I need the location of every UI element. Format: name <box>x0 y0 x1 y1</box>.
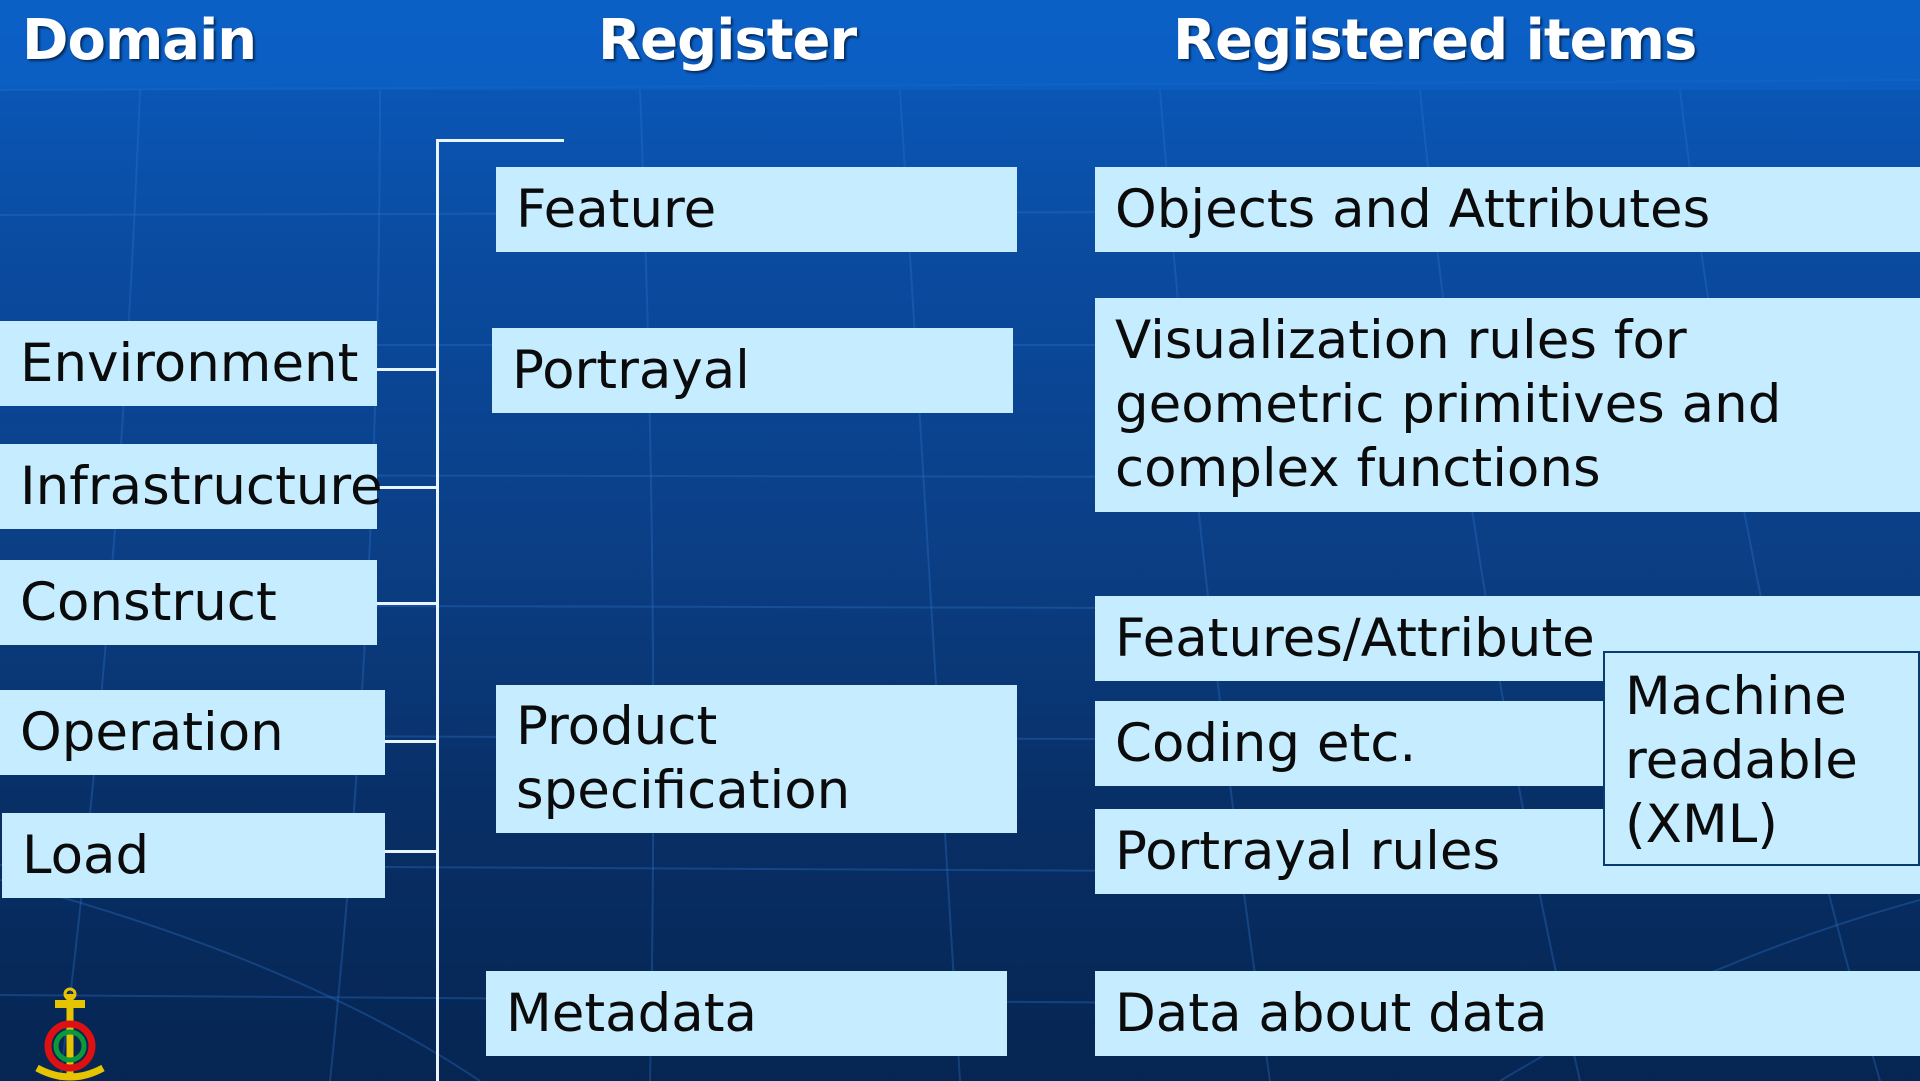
item-label: Features/Attribute <box>1115 607 1595 669</box>
item-label: Portrayal rules <box>1115 820 1501 882</box>
connector-load <box>384 850 437 853</box>
domain-box-construct: Construct <box>0 560 377 645</box>
item-box-machine-readable: Machine readable (XML) <box>1603 651 1920 866</box>
domain-header: Domain <box>22 8 257 73</box>
register-header: Register <box>598 8 857 73</box>
domain-box-infrastructure: Infrastructure <box>0 444 383 529</box>
connector-infrastructure <box>375 486 437 489</box>
domain-box-load: Load <box>2 813 385 898</box>
item-box-objects-attributes: Objects and Attributes <box>1095 167 1920 252</box>
item-label: Coding etc. <box>1115 712 1417 774</box>
registered-items-header: Registered items <box>1173 8 1697 73</box>
connector-environment <box>375 368 437 371</box>
domain-label: Construct <box>20 571 277 633</box>
register-box-metadata: Metadata <box>486 971 1007 1056</box>
domain-box-environment: Environment <box>0 321 377 406</box>
iho-anchor-emblem-icon <box>35 987 105 1081</box>
connector-construct <box>375 602 437 605</box>
top-connector-stub <box>436 139 564 142</box>
register-box-portrayal: Portrayal <box>492 328 1013 413</box>
register-label: Product specification <box>516 696 851 821</box>
domain-box-operation: Operation <box>0 690 385 775</box>
connector-operation <box>384 740 437 743</box>
item-label: Visualization rules for geometric primit… <box>1115 310 1782 499</box>
item-box-visualization-rules: Visualization rules for geometric primit… <box>1095 298 1920 512</box>
register-box-feature: Feature <box>496 167 1017 252</box>
domain-label: Load <box>22 824 150 886</box>
register-label: Feature <box>516 178 717 240</box>
register-box-product-specification: Product specification <box>496 685 1017 833</box>
register-label: Portrayal <box>512 339 750 401</box>
domain-label: Operation <box>20 701 284 763</box>
item-label: Data about data <box>1115 982 1548 1044</box>
register-label: Metadata <box>506 982 757 1044</box>
item-label: Objects and Attributes <box>1115 178 1711 240</box>
vertical-connector-line <box>436 139 439 1081</box>
item-label: Machine readable (XML) <box>1625 666 1858 855</box>
domain-label: Environment <box>20 332 359 394</box>
item-box-data-about-data: Data about data <box>1095 971 1920 1056</box>
domain-label: Infrastructure <box>20 455 383 517</box>
